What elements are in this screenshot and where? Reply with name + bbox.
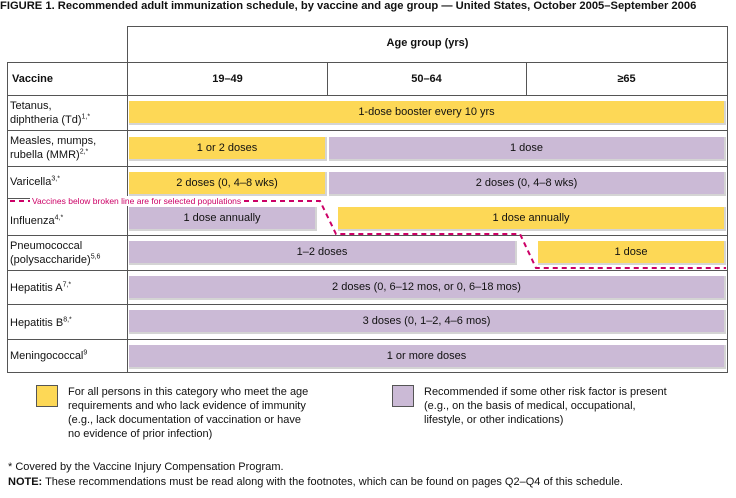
age-col-19-49: 19–49 — [212, 73, 243, 85]
hepatitis-a-bar: 2 doses (0, 6–12 mos, or 0, 6–18 mos) — [129, 276, 726, 300]
grid-line — [7, 62, 8, 373]
vaccine-name-mmr: Measles, mumps,rubella (MMR)2,* — [10, 135, 97, 161]
grid-line — [7, 130, 727, 131]
grid-line — [7, 304, 727, 305]
selected-populations-broken-line — [10, 200, 726, 269]
selected-populations-note: Vaccines below broken line are for selec… — [30, 196, 244, 206]
vaccine-name-pneumococcal: Pneumococcal(polysaccharide)5,6 — [10, 240, 101, 266]
grid-line — [7, 95, 727, 96]
grid-line — [7, 270, 727, 271]
vaccine-name-meningococcal: Meningococcal9 — [10, 349, 88, 362]
pneumococcal-bar-19-64: 1–2 doses — [129, 241, 517, 265]
legend-text-all-persons: For all persons in this category who mee… — [68, 386, 309, 440]
td-bar-all-ages: 1-dose booster every 10 yrs — [129, 101, 726, 125]
vaccine-name-hepatitis-b: Hepatitis B8,* — [10, 316, 72, 329]
influenza-bar-50-plus: 1 dose annually — [338, 207, 726, 231]
figure-title: FIGURE 1. Recommended adult immunization… — [0, 0, 697, 12]
influenza-bar-19-49: 1 dose annually — [129, 207, 317, 231]
age-group-header: Age group (yrs) — [386, 37, 469, 49]
grid-line — [128, 26, 727, 27]
hepatitis-b-bar: 3 doses (0, 1–2, 4–6 mos) — [129, 310, 726, 334]
varicella-bar-19-49: 2 doses (0, 4–8 wks) — [129, 172, 327, 196]
vaccine-name-varicella: Varicella3,* — [10, 175, 60, 188]
grid-line — [526, 62, 527, 96]
grid-line — [7, 235, 727, 236]
grid-line — [7, 372, 727, 373]
schedule-note: NOTE: These recommendations must be read… — [8, 476, 623, 488]
legend-swatch-risk-factor — [392, 385, 414, 407]
legend-swatch-all-persons — [36, 385, 58, 407]
vaccine-name-hepatitis-a: Hepatitis A7,* — [10, 281, 72, 294]
legend-text-risk-factor: Recommended if some other risk factor is… — [424, 386, 667, 426]
grid-line — [7, 62, 727, 63]
vicp-footnote: * Covered by the Vaccine Injury Compensa… — [8, 461, 284, 473]
grid-line — [7, 166, 727, 167]
mmr-bar-19-49: 1 or 2 doses — [129, 137, 327, 161]
grid-line — [7, 339, 727, 340]
vaccine-column-header: Vaccine — [12, 73, 53, 85]
pneumococcal-bar-65-plus: 1 dose — [538, 241, 726, 265]
mmr-bar-50-plus: 1 dose — [329, 137, 726, 161]
age-col-50-64: 50–64 — [411, 73, 442, 85]
vaccine-name-td: Tetanus,diphtheria (Td)1,* — [10, 100, 91, 126]
meningococcal-bar: 1 or more doses — [129, 345, 726, 369]
vaccine-name-influenza: Influenza4,* — [10, 214, 64, 227]
grid-line — [327, 62, 328, 96]
age-col-65-plus: ≥65 — [617, 73, 636, 85]
grid-line — [727, 26, 728, 373]
varicella-bar-50-plus: 2 doses (0, 4–8 wks) — [329, 172, 726, 196]
